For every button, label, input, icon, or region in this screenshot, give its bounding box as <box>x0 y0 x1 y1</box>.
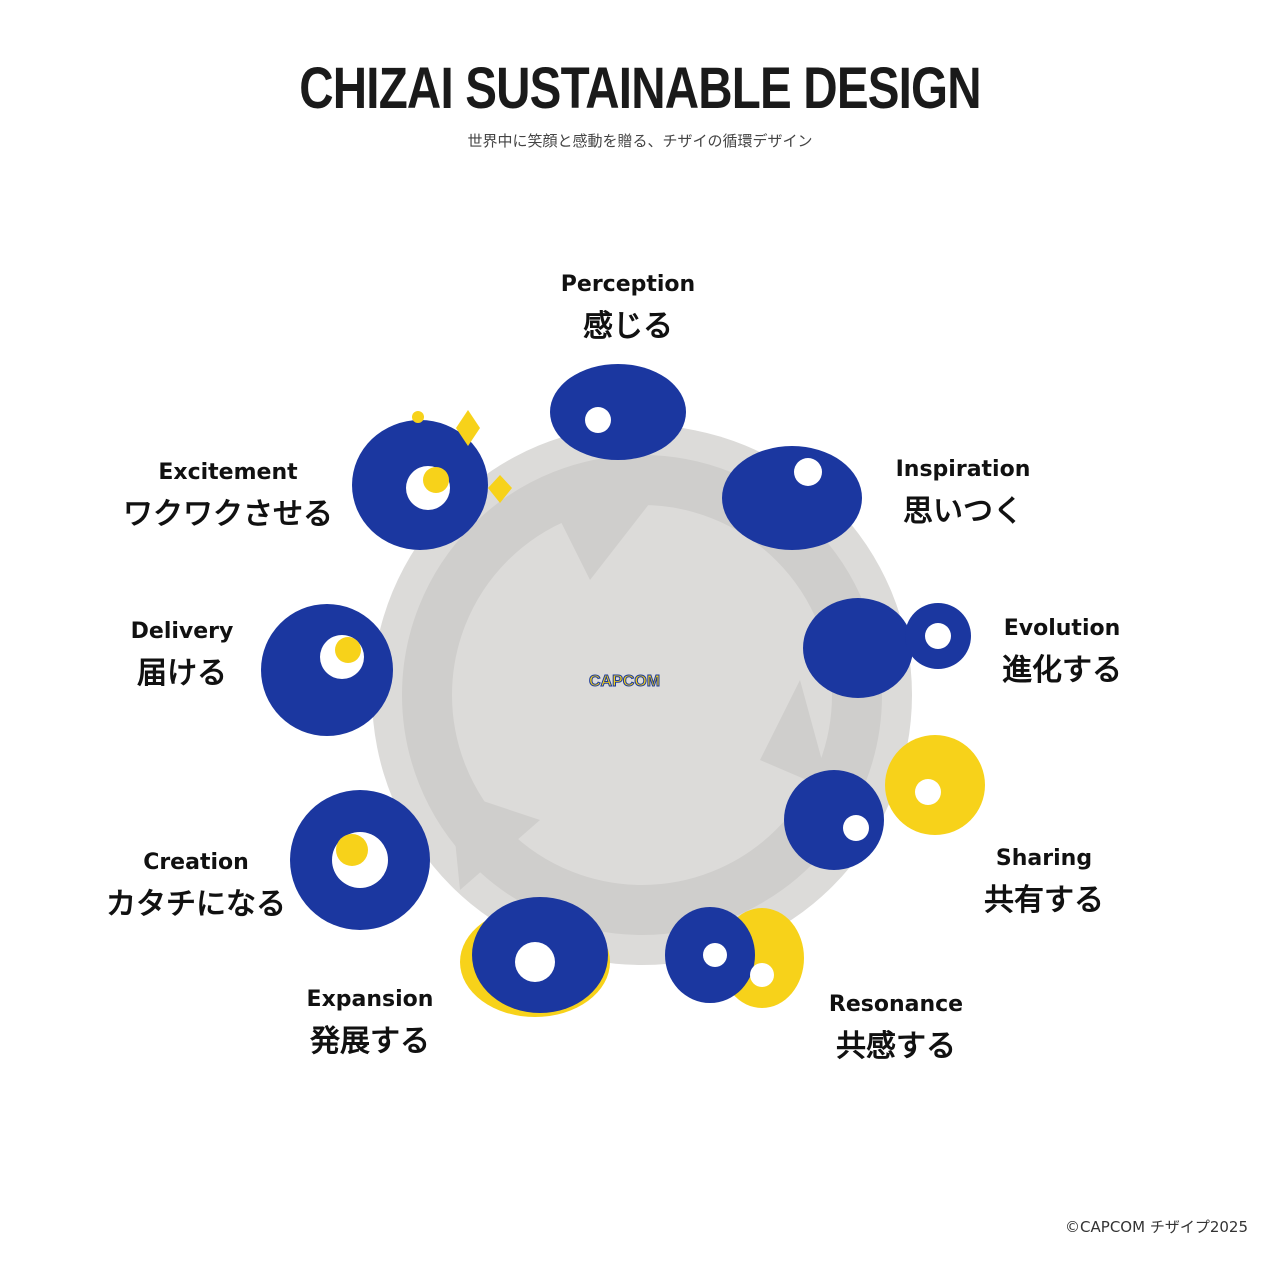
stage-excitement: Excitement ワクワクさせる <box>123 460 333 533</box>
stage-label-en: Delivery <box>130 619 234 644</box>
stage-label-ja: 共有する <box>984 883 1104 918</box>
stage-resonance: Resonance 共感する <box>829 992 963 1065</box>
stage-label-ja: ワクワクさせる <box>123 497 333 532</box>
stage-label-en: Perception <box>560 272 696 297</box>
perception-blob <box>550 364 686 460</box>
eye-icon <box>794 458 822 486</box>
stage-label-ja: 共感する <box>835 1029 956 1064</box>
stage-label-en: Resonance <box>828 992 964 1017</box>
eye-icon <box>915 779 941 805</box>
stage-label-ja: 感じる <box>582 309 673 344</box>
stage-label-en: Creation <box>143 850 249 875</box>
sparkle-icon <box>456 410 480 446</box>
stage-label-en: Expansion <box>306 987 434 1012</box>
stage-label-ja: 進化する <box>1002 653 1122 688</box>
eye-icon <box>515 942 555 982</box>
copyright: ©CAPCOM チザイプ2025 <box>1065 1218 1248 1236</box>
stage-label-en: Evolution <box>1003 616 1121 641</box>
stage-label-en: Inspiration <box>895 457 1031 482</box>
stage-label-ja: カタチになる <box>106 887 286 922</box>
arrow-head-right <box>760 680 830 790</box>
eye-icon <box>703 943 727 967</box>
evolution-blob <box>803 598 913 698</box>
pupil-icon <box>335 637 361 663</box>
eye-icon <box>925 623 951 649</box>
sharing-blob <box>784 770 884 870</box>
stage-perception: Perception 感じる <box>561 272 695 345</box>
eye-icon <box>585 407 611 433</box>
sparkle-icon <box>488 475 512 503</box>
stage-label-ja: 届ける <box>137 656 227 691</box>
capcom-logo: CAPCOM <box>588 673 661 691</box>
page-subtitle: 世界中に笑顔と感動を贈る、チザイの循環デザイン <box>467 132 813 150</box>
inspiration-blob <box>722 446 862 550</box>
sparkle-icon <box>412 411 424 423</box>
stage-label-ja: 発展する <box>309 1024 430 1059</box>
stage-inspiration: Inspiration 思いつく <box>896 457 1031 530</box>
stage-delivery: Delivery 届ける <box>131 619 234 692</box>
eye-icon <box>843 815 869 841</box>
stage-label-en: Sharing <box>995 846 1093 871</box>
stage-expansion: Expansion 発展する <box>307 987 434 1060</box>
stage-evolution: Evolution 進化する <box>1002 616 1122 689</box>
eye-icon <box>750 963 774 987</box>
arrow-head-left <box>450 790 540 890</box>
stage-label-en: Excitement <box>158 460 298 485</box>
pupil-icon <box>423 467 449 493</box>
stage-sharing: Sharing 共有する <box>984 846 1104 919</box>
stage-label-ja: 思いつく <box>902 494 1023 529</box>
pupil-icon <box>336 834 368 866</box>
page-title: CHIZAI SUSTAINABLE DESIGN <box>299 56 981 121</box>
arrow-head-top <box>560 490 660 580</box>
stage-creation: Creation カタチになる <box>106 850 286 923</box>
